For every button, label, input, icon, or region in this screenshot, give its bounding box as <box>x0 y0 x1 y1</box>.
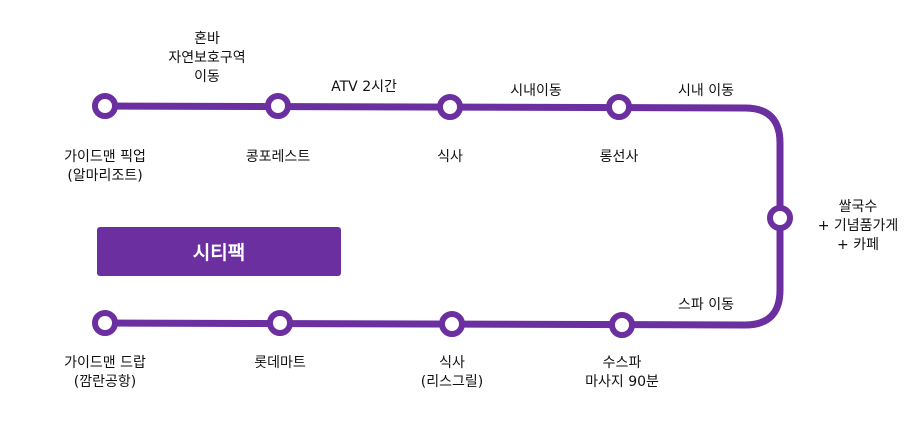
stop-node <box>437 94 463 120</box>
route-line <box>104 102 784 329</box>
stop-label-meal-grill: 식사(리스그릴) <box>420 355 484 390</box>
stop-label-pickup: 가이드맨 픽업(알마리조트) <box>64 149 146 184</box>
stop-node <box>265 93 291 119</box>
stop-node <box>609 312 635 338</box>
stop-node <box>439 311 465 337</box>
stop-label-long-son-temple: 롱선사 <box>599 149 639 165</box>
stop-label-meal: 식사 <box>437 149 463 165</box>
stop-node <box>767 205 793 231</box>
stop-node <box>606 94 632 120</box>
stop-node <box>267 310 293 336</box>
stop-label-lotte-mart: 롯데마트 <box>254 355 306 371</box>
segment-label-city-move: 시내이동 <box>510 83 562 99</box>
segment-label-city-move-2: 시내 이동 <box>678 83 734 99</box>
stop-node <box>92 310 118 336</box>
stop-label-kong-forest: 콩포레스트 <box>245 149 311 165</box>
segment-label-atv: ATV 2시간 <box>331 79 397 95</box>
segment-label-spa-move: 스파 이동 <box>678 297 734 313</box>
stop-label-pho-souvenir-cafe: 쌀국수+ 기념품가게+ 카페 <box>817 199 899 253</box>
stop-node <box>92 93 118 119</box>
citypack-badge: 시티팩 <box>97 227 341 276</box>
stop-label-dropoff: 가이드맨 드랍(깜란공항) <box>64 355 146 390</box>
